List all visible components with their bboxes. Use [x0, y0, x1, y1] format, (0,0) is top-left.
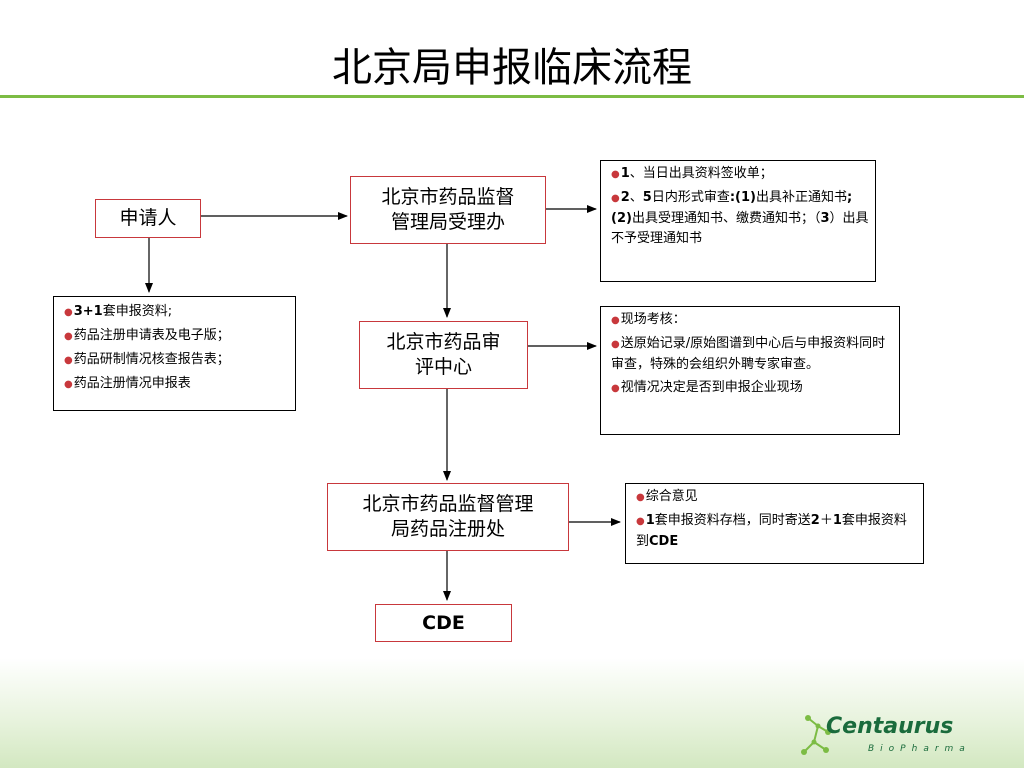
note-review: ●现场考核： ●送原始记录/原始图谱到中心后与申报资料同时审查，特殊的会组织外聘… — [600, 306, 900, 435]
bullet-icon: ● — [636, 516, 645, 527]
node-cde: CDE — [375, 604, 512, 642]
note-acceptance: ●1、当日出具资料签收单； ●2、5日内形式审查:(1)出具补正通知书; (2)… — [600, 160, 876, 282]
bullet-icon: ● — [611, 383, 620, 394]
bullet-icon: ● — [611, 315, 620, 326]
bullet-icon: ● — [636, 492, 645, 503]
title-divider — [0, 95, 1024, 98]
bullet-icon: ● — [64, 307, 73, 318]
node-applicant-label: 申请人 — [119, 207, 177, 229]
node-review-center: 北京市药品审 评中心 — [359, 321, 528, 389]
node-registration-office: 北京市药品监督管理 局药品注册处 — [327, 483, 569, 551]
node-acceptance-label-2: 管理局受理办 — [390, 211, 505, 233]
node-acceptance-office: 北京市药品监督 管理局受理办 — [350, 176, 546, 244]
node-cde-label: CDE — [422, 611, 465, 634]
bullet-icon: ● — [64, 379, 73, 390]
logo-name: Centaurus — [826, 714, 954, 739]
bullet-icon: ● — [611, 169, 620, 180]
background-fade — [0, 658, 1024, 768]
page-title: 北京局申报临床流程 — [332, 45, 692, 91]
note-registration: ●综合意见 ●1套申报资料存档，同时寄送2＋1套申报资料到CDE — [625, 483, 924, 564]
bullet-icon: ● — [64, 355, 73, 366]
logo-subtitle: BioPharma — [868, 744, 971, 754]
node-review-label-2: 评中心 — [414, 356, 472, 378]
bullet-icon: ● — [611, 339, 620, 350]
molecule-icon — [801, 715, 831, 755]
node-applicant: 申请人 — [95, 199, 201, 238]
node-review-label-1: 北京市药品审 — [386, 331, 501, 353]
bullet-icon: ● — [64, 331, 73, 342]
note-applicant-docs: ●3+1套申报资料; ●药品注册申请表及电子版； ●药品研制情况核查报告表； ●… — [53, 296, 296, 411]
node-registration-label-1: 北京市药品监督管理 — [362, 493, 534, 515]
bullet-icon: ● — [611, 193, 620, 204]
node-acceptance-label-1: 北京市药品监督 — [381, 186, 515, 208]
node-registration-label-2: 局药品注册处 — [390, 518, 505, 540]
